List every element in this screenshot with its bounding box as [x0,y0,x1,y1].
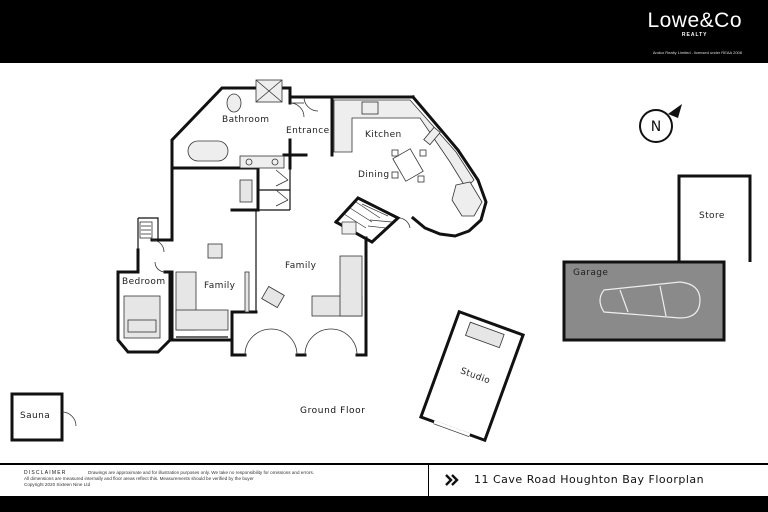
footer-top-rule [0,463,768,465]
room-label-family-left: Family [204,281,236,291]
room-label-bathroom: Bathroom [222,115,269,125]
room-label-dining: Dining [358,170,389,180]
room-label-garage: Garage [573,268,608,278]
room-label-studio: Studio [459,366,492,386]
room-label-bedroom: Bedroom [122,277,166,287]
brand-logo[interactable]: Lowe&Co REALTY [647,9,742,39]
room-label-sauna: Sauna [20,411,50,421]
disclaimer-line1: Drawings are approximate and for illustr… [88,470,315,475]
header-bar: Lowe&Co REALTY Andco Realty Limited - li… [0,0,768,63]
brand-sub: REALTY [681,32,708,38]
brand-legal: Andco Realty Limited - licensed under RE… [652,50,742,55]
room-label-entrance: Entrance [286,126,330,136]
double-chevron-right-icon [445,474,459,486]
footer-bottom-bar [0,496,768,512]
staircase [341,201,393,235]
door-swings [151,96,411,356]
copyright: Copyright 2020 Sixteen Nine Ltd [24,482,91,487]
interior-lines [137,168,291,341]
room-label-kitchen: Kitchen [365,130,402,140]
disclaimer-title: DISCLAIMER [24,470,67,476]
footer: DISCLAIMER Drawings are approximate and … [0,463,768,512]
dining-table [391,148,427,183]
north-arrow-icon: N [639,104,682,143]
main-walls [116,86,488,357]
floorplan-title: 11 Cave Road Houghton Bay Floorplan [474,473,705,486]
room-label-family-main: Family [285,261,317,271]
room-label-store: Store [699,211,725,221]
bathroom-fixtures [187,79,285,169]
sauna-outline [10,392,77,442]
family-furniture [123,179,363,339]
north-label: N [651,119,661,135]
floorplan: N Bathroom Entrance Kitchen Dining Famil… [10,79,752,443]
car-icon [599,281,701,319]
store-outline [677,174,752,262]
brand-name: Lowe&Co [647,9,742,32]
studio-outline [418,309,526,443]
disclaimer-line2: All dimensions are measured internally a… [24,476,254,481]
floor-label: Ground Floor [300,406,366,416]
kitchen-fixtures [333,99,483,217]
garage-outline [562,260,728,342]
footer-divider [428,465,429,496]
